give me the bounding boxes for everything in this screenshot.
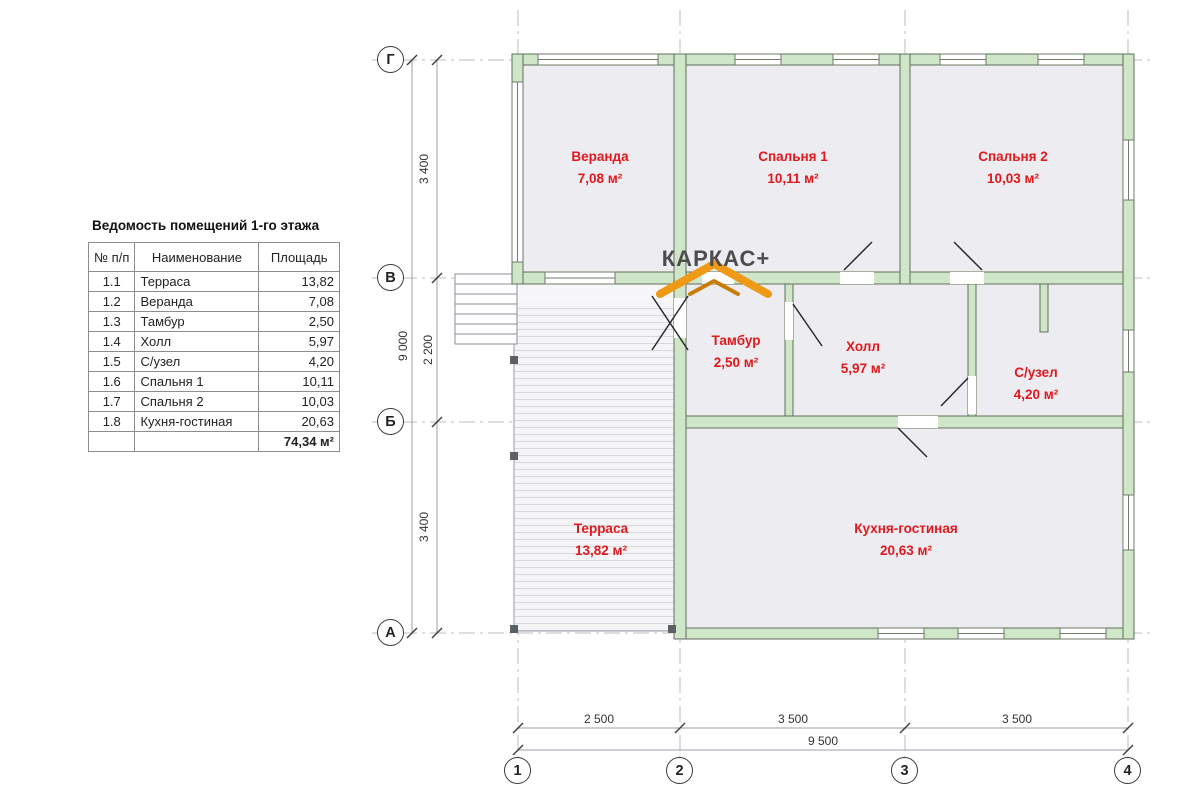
row-num: 1.7	[87, 391, 136, 412]
axis-row-g: Г	[377, 46, 404, 73]
room-name: Холл	[846, 339, 880, 354]
dim-bottom-total: 9 500	[807, 734, 839, 748]
axis-col-3: 3	[891, 757, 918, 784]
room-area: 7,08 м²	[577, 170, 623, 186]
room-name: Тамбур	[711, 333, 761, 348]
table-row: 1.4 Холл 5,97	[87, 331, 340, 352]
room-area: 10,03 м²	[986, 170, 1040, 186]
room-name: Спальня 2	[978, 149, 1048, 164]
room-area: 20,63 м²	[879, 542, 933, 558]
row-name: С/узел	[134, 351, 260, 372]
room-label-hall: Холл 5,97 м²	[778, 336, 948, 379]
room-area: 10,11 м²	[767, 170, 819, 186]
axis-row-b: Б	[377, 408, 404, 435]
row-area: 7,08	[258, 291, 340, 312]
door-openings	[674, 272, 984, 428]
room-name: Терраса	[573, 521, 629, 536]
table-row: 1.6 Спальня 1 10,11	[87, 371, 340, 392]
terrace-deck	[513, 283, 675, 632]
dim-left-total: 9 000	[396, 330, 410, 362]
room-label-terrace: Терраса 13,82 м²	[516, 518, 686, 561]
total-area: 74,34 м²	[258, 431, 340, 452]
company-watermark: КАРКАС+	[661, 246, 771, 271]
dim-bottom-seg1: 2 500	[583, 712, 615, 726]
row-num: 1.1	[87, 271, 136, 292]
axis-row-v: В	[377, 264, 404, 291]
col-header-area: Площадь	[258, 242, 340, 272]
row-name: Спальня 1	[134, 371, 260, 392]
room-area: 4,20 м²	[1013, 386, 1059, 402]
total-row: 74,34 м²	[87, 431, 340, 452]
windows	[511, 53, 1135, 640]
room-label-tambour: Тамбур 2,50 м²	[651, 330, 821, 373]
col-header-name: Наименование	[134, 242, 260, 272]
row-area: 2,50	[258, 311, 340, 332]
room-name: С/узел	[1014, 365, 1058, 380]
table-row: 1.2 Веранда 7,08	[87, 291, 340, 312]
row-area: 5,97	[258, 331, 340, 352]
schedule-title: Ведомость помещений 1-го этажа	[92, 218, 320, 233]
row-num: 1.2	[87, 291, 136, 312]
dimension-lines	[411, 60, 1128, 751]
row-num: 1.5	[87, 351, 136, 372]
row-name: Терраса	[134, 271, 260, 292]
dimension-ticks	[406, 54, 1134, 756]
row-area: 10,11	[258, 371, 340, 392]
axis-col-4: 4	[1114, 757, 1141, 784]
table-row: 1.7 Спальня 2 10,03	[87, 391, 340, 412]
dim-bottom-seg2: 3 500	[777, 712, 809, 726]
room-label-kitchen: Кухня-гостиная 20,63 м²	[821, 518, 991, 561]
total-empty	[134, 431, 260, 452]
total-empty	[87, 431, 136, 452]
row-num: 1.4	[87, 331, 136, 352]
table-row: 1.1 Терраса 13,82	[87, 271, 340, 292]
room-schedule: Ведомость помещений 1-го этажа № п/п Наи…	[87, 218, 342, 452]
table-row: 1.8 Кухня-гостиная 20,63	[87, 411, 340, 432]
table-row: 1.5 С/узел 4,20	[87, 351, 340, 372]
schedule-table: № п/п Наименование Площадь 1.1 Терраса 1…	[87, 242, 340, 452]
dim-bottom-seg3: 3 500	[1001, 712, 1033, 726]
col-header-num: № п/п	[87, 242, 136, 272]
row-name: Тамбур	[134, 311, 260, 332]
room-label-veranda: Веранда 7,08 м²	[515, 146, 685, 189]
dim-left-seg1: 3 400	[417, 153, 431, 185]
row-name: Холл	[134, 331, 260, 352]
axis-col-2: 2	[666, 757, 693, 784]
row-area: 20,63	[258, 411, 340, 432]
row-num: 1.6	[87, 371, 136, 392]
dim-left-seg2: 2 200	[421, 334, 435, 366]
row-name: Кухня-гостиная	[134, 411, 260, 432]
room-area: 5,97 м²	[840, 360, 886, 376]
row-name: Веранда	[134, 291, 260, 312]
axis-col-1: 1	[504, 757, 531, 784]
row-area: 10,03	[258, 391, 340, 412]
room-name: Веранда	[571, 149, 629, 164]
schedule-header-row: № п/п Наименование Площадь	[87, 242, 340, 272]
row-num: 1.3	[87, 311, 136, 332]
room-fills	[523, 65, 1123, 628]
row-num: 1.8	[87, 411, 136, 432]
room-area: 2,50 м²	[713, 354, 759, 370]
row-name: Спальня 2	[134, 391, 260, 412]
room-label-bedroom2: Спальня 2 10,03 м²	[928, 146, 1098, 189]
row-area: 4,20	[258, 351, 340, 372]
room-area: 13,82 м²	[574, 542, 628, 558]
room-label-wc: С/узел 4,20 м²	[951, 362, 1121, 405]
terrace-posts	[510, 356, 676, 633]
room-label-bedroom1: Спальня 1 10,11 м²	[708, 146, 878, 189]
door-swings	[651, 241, 983, 458]
row-area: 13,82	[258, 271, 340, 292]
axis-row-a: А	[377, 619, 404, 646]
room-name: Кухня-гостиная	[854, 521, 958, 536]
logo-roof-icon	[656, 260, 772, 298]
dim-left-seg3: 3 400	[417, 511, 431, 543]
room-name: Спальня 1	[758, 149, 828, 164]
stair	[454, 273, 518, 345]
table-row: 1.3 Тамбур 2,50	[87, 311, 340, 332]
